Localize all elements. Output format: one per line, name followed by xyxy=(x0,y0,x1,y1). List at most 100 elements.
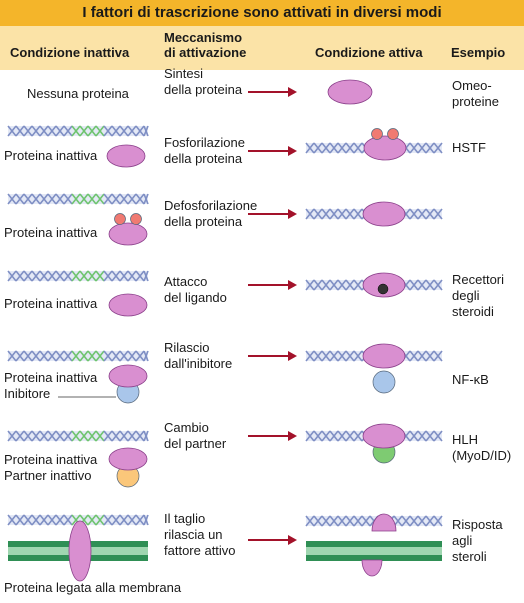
dna-strand xyxy=(111,270,121,282)
dna-strand xyxy=(305,208,315,220)
dna-strand xyxy=(345,208,355,220)
dna-strand xyxy=(329,515,339,527)
dna-strand xyxy=(353,208,363,220)
dna-strand xyxy=(329,142,339,154)
dna-strand xyxy=(345,350,355,362)
dna-strand xyxy=(417,142,427,154)
dna-strand xyxy=(71,270,81,282)
dna-strand xyxy=(7,270,17,282)
dna-strand xyxy=(135,193,145,205)
phosphate-group xyxy=(114,213,126,225)
dna-strand xyxy=(305,350,315,362)
dna-strand xyxy=(417,279,427,291)
mechanism-label: della proteina xyxy=(164,151,243,166)
mechanism-label: Sintesi xyxy=(164,66,204,81)
dna-strand xyxy=(23,430,33,442)
page-title: I fattori di trascrizione sono attivati … xyxy=(0,0,524,26)
dna-strand xyxy=(79,350,89,362)
dna-strand xyxy=(361,515,371,527)
dna-strand xyxy=(63,193,73,205)
dna-strand xyxy=(119,193,129,205)
dna-strand xyxy=(313,142,323,154)
dna-strand xyxy=(95,270,105,282)
dna-strand xyxy=(7,125,17,137)
example-label: HSTF xyxy=(452,140,486,155)
dna-double-helix xyxy=(7,125,149,137)
inactive-label: Proteina inattiva xyxy=(4,225,98,240)
dna-strand xyxy=(345,142,355,154)
dna-strand xyxy=(87,270,97,282)
activation-arrowhead xyxy=(288,209,297,219)
activation-arrowhead xyxy=(288,535,297,545)
example-label: steroidi xyxy=(452,304,494,319)
phosphate-group xyxy=(130,213,142,225)
dna-strand xyxy=(103,514,113,526)
dna-strand xyxy=(79,125,89,137)
dna-strand xyxy=(305,142,315,154)
dna-strand xyxy=(425,430,435,442)
dna-strand xyxy=(15,193,25,205)
dna-strand xyxy=(119,514,129,526)
dna-strand xyxy=(401,515,411,527)
mechanism-label: della proteina xyxy=(164,82,243,97)
mechanism-label: Rilascio xyxy=(164,340,210,355)
example-label: (MyoD/ID) xyxy=(452,448,512,463)
dna-strand xyxy=(103,125,113,137)
inactive-label: Inibitore xyxy=(4,386,51,401)
dna-double-helix xyxy=(7,430,149,442)
inactive-label: Partner inattivo xyxy=(4,468,92,483)
dna-strand xyxy=(337,515,347,527)
dna-strand xyxy=(409,515,419,527)
dna-strand xyxy=(127,430,137,442)
dna-strand xyxy=(71,125,81,137)
header-inactive: Condizione inattiva xyxy=(10,45,130,60)
dna-strand xyxy=(63,350,73,362)
dna-strand xyxy=(87,514,97,526)
dna-strand xyxy=(353,515,363,527)
dna-strand xyxy=(95,350,105,362)
dna-strand xyxy=(321,279,331,291)
dna-strand xyxy=(329,208,339,220)
example-label: Omeo- xyxy=(452,78,492,93)
dna-strand xyxy=(79,430,89,442)
dna-backbone xyxy=(8,515,148,525)
dna-strand xyxy=(47,193,57,205)
dna-strand xyxy=(47,270,57,282)
dna-strand xyxy=(337,350,347,362)
dna-strand xyxy=(143,125,149,137)
dna-strand xyxy=(55,193,65,205)
dna-strand xyxy=(409,142,419,154)
dna-strand xyxy=(23,350,33,362)
dna-strand xyxy=(95,193,105,205)
dna-strand xyxy=(143,514,149,526)
dna-strand xyxy=(39,350,49,362)
dna-strand xyxy=(79,270,89,282)
dna-strand xyxy=(15,514,25,526)
dna-strand xyxy=(345,430,355,442)
dna-strand xyxy=(135,350,145,362)
dna-strand xyxy=(87,193,97,205)
protein xyxy=(108,447,148,471)
protein xyxy=(106,144,146,168)
dna-strand xyxy=(433,208,443,220)
dna-strand xyxy=(353,430,363,442)
header-mechanism-line: Meccanismo xyxy=(164,30,243,45)
dna-strand xyxy=(15,350,25,362)
phosphate-group xyxy=(387,128,399,140)
protein xyxy=(108,293,148,317)
dna-strand xyxy=(63,270,73,282)
dna-strand xyxy=(321,208,331,220)
dna-strand xyxy=(111,193,121,205)
dna-strand xyxy=(71,430,81,442)
dna-backbone xyxy=(8,126,148,136)
dna-strand xyxy=(135,514,145,526)
dna-strand xyxy=(119,430,129,442)
inactive-label: Proteina inattiva xyxy=(4,296,98,311)
dna-strand xyxy=(409,350,419,362)
dna-strand xyxy=(7,193,17,205)
example-label: degli xyxy=(452,288,480,303)
dna-strand xyxy=(417,350,427,362)
dna-strand xyxy=(329,350,339,362)
dna-strand xyxy=(409,430,419,442)
dna-strand xyxy=(321,430,331,442)
